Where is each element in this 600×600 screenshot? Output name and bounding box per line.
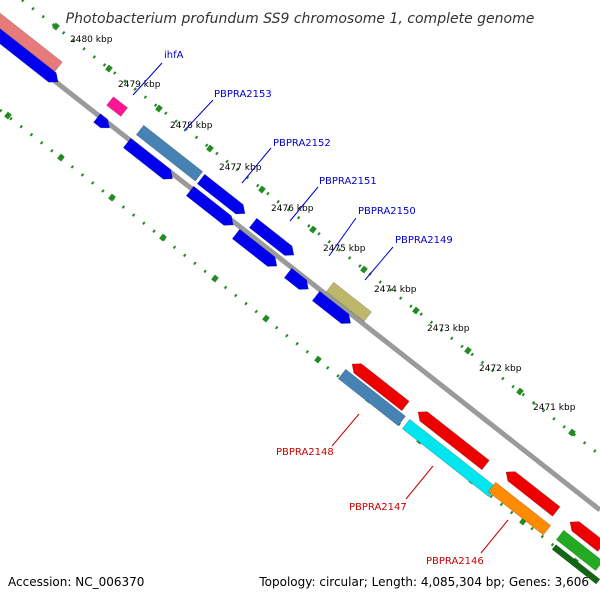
leader-line (241, 147, 272, 184)
ruler-major-tick (258, 185, 266, 194)
ruler-major-tick (464, 346, 472, 355)
gene-label-pbpra2149[interactable]: PBPRA2149 (395, 235, 453, 246)
gene-label-pbpra2150[interactable]: PBPRA2150 (358, 206, 416, 217)
ruler-major-tick (516, 387, 524, 396)
reverse-cds-1[interactable] (351, 363, 410, 412)
gene-green[interactable] (555, 529, 600, 572)
kbp-label-2476: 2476 kbp (271, 204, 314, 214)
genome-summary-text: Topology: circular; Length: 4,085,304 bp… (258, 575, 589, 589)
gene-steelblue-lower[interactable] (337, 368, 406, 427)
reverse-cds-3[interactable] (505, 471, 561, 517)
leader-line (480, 519, 509, 554)
backbone (0, 36, 600, 512)
kbp-label-2477: 2477 kbp (219, 163, 262, 173)
ruler-major-tick (309, 225, 317, 234)
ruler-track-lower (0, 108, 600, 584)
gene-label-pbpra2147[interactable]: PBPRA2147 (349, 502, 407, 513)
forward-labels (132, 62, 394, 281)
gene-features (0, 0, 600, 585)
map-title: Photobacterium profundum SS9 chromosome … (66, 11, 535, 27)
ruler-major-tick (105, 64, 113, 73)
leader-line (364, 246, 394, 281)
gene-orange[interactable] (487, 481, 552, 536)
ruler-major-tick (412, 306, 420, 315)
reverse-cds-4[interactable] (569, 521, 600, 552)
kbp-label-2474: 2474 kbp (374, 285, 417, 295)
ruler-major-tick (206, 144, 214, 153)
forward-cds-2[interactable] (93, 113, 110, 129)
gene-label-pbpra2151[interactable]: PBPRA2151 (319, 176, 377, 187)
trna-ihfA[interactable] (106, 96, 129, 117)
forward-cds-5[interactable] (231, 228, 278, 267)
forward-cds-6[interactable] (283, 267, 309, 290)
leader-line (132, 62, 163, 96)
kbp-label-2478: 2478 kbp (170, 121, 213, 131)
forward-cds-upper-1[interactable] (196, 173, 246, 215)
ruler-major-tick (211, 274, 219, 283)
gene-khaki[interactable] (325, 281, 372, 322)
leader-line (331, 413, 360, 447)
ruler-major-tick (57, 153, 65, 162)
backbone-line (0, 36, 600, 512)
gene-green-dark[interactable] (551, 544, 600, 585)
leader-line (289, 186, 319, 222)
ruler-major-tick (519, 517, 527, 526)
ruler-major-tick (108, 193, 116, 202)
ruler-major-tick (52, 22, 60, 31)
forward-cds-3[interactable] (122, 137, 173, 180)
forward-cds-upper-2[interactable] (248, 217, 295, 256)
gene-label-ihfA[interactable]: ihfA (164, 50, 184, 61)
reverse-labels (331, 413, 509, 554)
ruler-major-tick (262, 314, 270, 323)
ruler-major-tick (568, 428, 576, 437)
ruler-major-tick (4, 111, 12, 120)
kbp-label-2480: 2480 kbp (70, 35, 113, 45)
kbp-label-2479: 2479 kbp (118, 80, 161, 90)
leader-line (405, 465, 434, 500)
ruler-major-tick (155, 104, 163, 113)
leader-line (328, 217, 357, 257)
ruler-major-tick (360, 265, 368, 274)
gene-salmon-upstream[interactable] (0, 0, 63, 72)
ruler-major-tick (159, 233, 167, 242)
kbp-label-2475: 2475 kbp (323, 244, 366, 254)
forward-cds-4[interactable] (185, 185, 234, 226)
gene-label-pbpra2146[interactable]: PBPRA2146 (426, 556, 484, 567)
accession-text: Accession: NC_006370 (8, 575, 144, 589)
kbp-label-2473: 2473 kbp (427, 324, 470, 334)
leader-line (183, 99, 214, 132)
gene-steelblue-upper[interactable] (135, 124, 204, 182)
gene-label-pbpra2153[interactable]: PBPRA2153 (214, 89, 272, 100)
forward-cds-1[interactable] (0, 25, 59, 83)
kbp-label-2471: 2471 kbp (533, 403, 576, 413)
gene-cyan[interactable] (401, 418, 497, 498)
kbp-label-2472: 2472 kbp (479, 364, 522, 374)
forward-cds-7[interactable] (311, 290, 351, 324)
reverse-cds-2[interactable] (417, 411, 490, 471)
ruler-major-tick (314, 355, 322, 364)
gene-label-pbpra2152[interactable]: PBPRA2152 (273, 138, 331, 149)
gene-label-pbpra2148[interactable]: PBPRA2148 (276, 447, 334, 458)
